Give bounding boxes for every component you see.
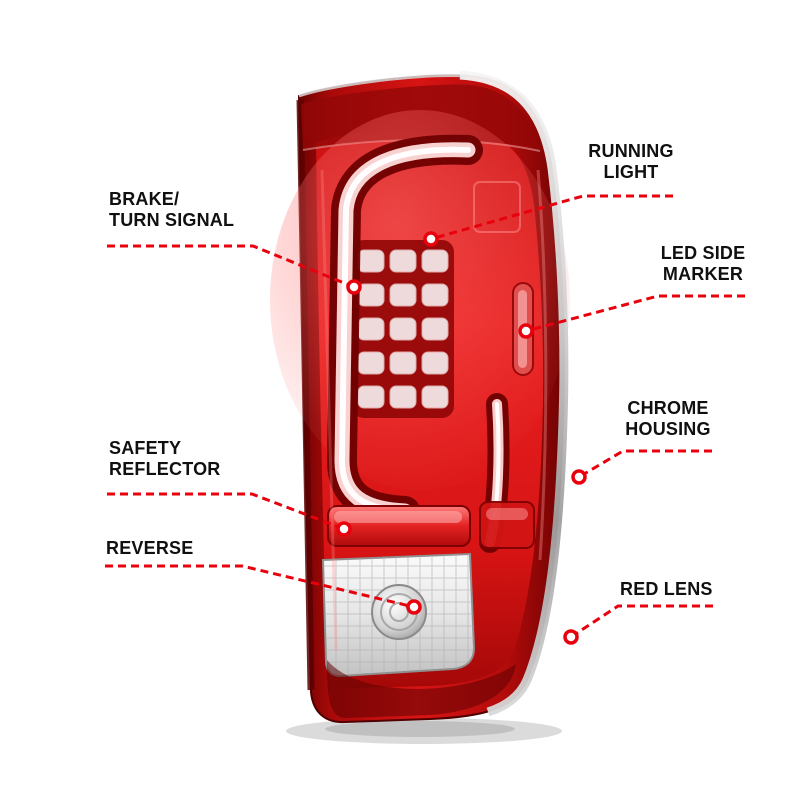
chrome-housing-label-line-2: HOUSING [625,419,711,439]
led-side-marker-label: LED SIDE MARKER [657,243,749,285]
safety-reflector-label-line-2: REFLECTOR [109,459,221,479]
brake-turn-signal-label: BRAKE/ TURN SIGNAL [109,189,234,231]
running-light-connector [430,194,673,241]
chrome-housing-label: CHROME HOUSING [622,398,714,440]
reverse-marker-dot [406,599,422,615]
callout-markers [336,231,587,645]
running-light-label-line-1: RUNNING [588,141,674,161]
taillight-shadow [286,718,562,744]
running-light-label-line-2: LIGHT [603,162,659,182]
safety-reflector-marker-dot [336,521,352,537]
led-side-marker-connector [525,294,745,333]
brake-turn-signal-connector [107,244,355,289]
led-side-marker-label-line-1: LED SIDE [660,243,746,263]
safety-reflector-label: SAFETY REFLECTOR [109,438,220,480]
chrome-housing-label-line-1: CHROME [627,398,709,418]
reverse-label-line-1: REVERSE [106,538,194,558]
red-lens-marker-dot [563,629,579,645]
led-side-marker-marker-dot [518,323,534,339]
running-light-label: RUNNING LIGHT [585,141,677,183]
led-side-marker-label-line-2: MARKER [662,264,744,284]
led-side-marker-slot [473,181,534,376]
reverse-lens [321,552,476,678]
red-lens-label: RED LENS [620,579,713,600]
brake-turn-signal-label-line-1: BRAKE/ [109,189,180,209]
red-lens-label-line-1: RED LENS [620,579,713,599]
safety-reflector-connector [107,492,345,531]
reverse-label: REVERSE [106,538,193,559]
reverse-connector [105,564,415,609]
chrome-housing-edge [298,70,569,717]
brake-turn-signal-marker-dot [346,279,362,295]
red-lens-connector [570,604,713,639]
led-array [352,240,454,418]
chrome-housing-marker-dot [571,469,587,485]
safety-reflector-strip [327,501,535,549]
chrome-housing-connector [578,449,712,479]
brake-turn-signal-label-line-2: TURN SIGNAL [109,210,235,230]
callout-connectors [105,194,745,639]
safety-reflector-label-line-1: SAFETY [109,438,182,458]
running-light-marker-dot [423,231,439,247]
lens-highlights [320,169,548,718]
